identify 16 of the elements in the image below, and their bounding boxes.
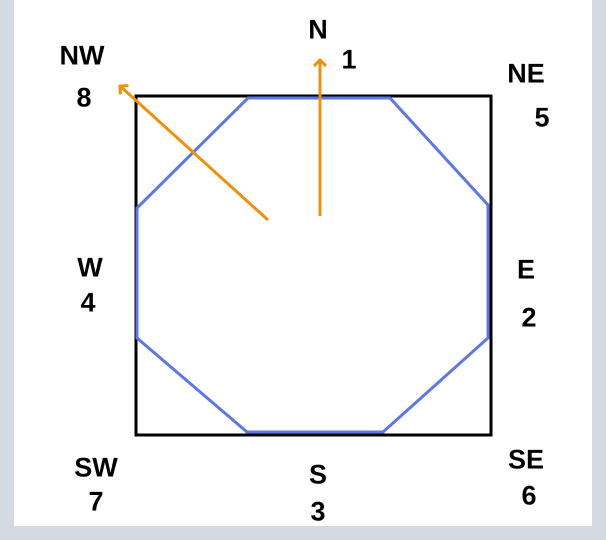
direction-label: N — [308, 16, 328, 44]
direction-label: 3 — [310, 498, 326, 526]
direction-label: W — [77, 254, 103, 282]
direction-label: E — [517, 256, 535, 284]
direction-label: NW — [60, 42, 104, 70]
direction-label: 7 — [88, 488, 104, 516]
direction-label: 8 — [76, 84, 92, 112]
direction-label: SW — [74, 454, 118, 482]
direction-label: 5 — [534, 104, 550, 132]
direction-label: S — [309, 462, 327, 488]
direction-label: SE — [508, 446, 544, 474]
direction-label: 6 — [521, 482, 537, 510]
direction-label: 2 — [521, 304, 537, 332]
direction-label: NE — [507, 60, 545, 88]
direction-label: 4 — [80, 290, 96, 316]
direction-label: 1 — [341, 46, 357, 74]
